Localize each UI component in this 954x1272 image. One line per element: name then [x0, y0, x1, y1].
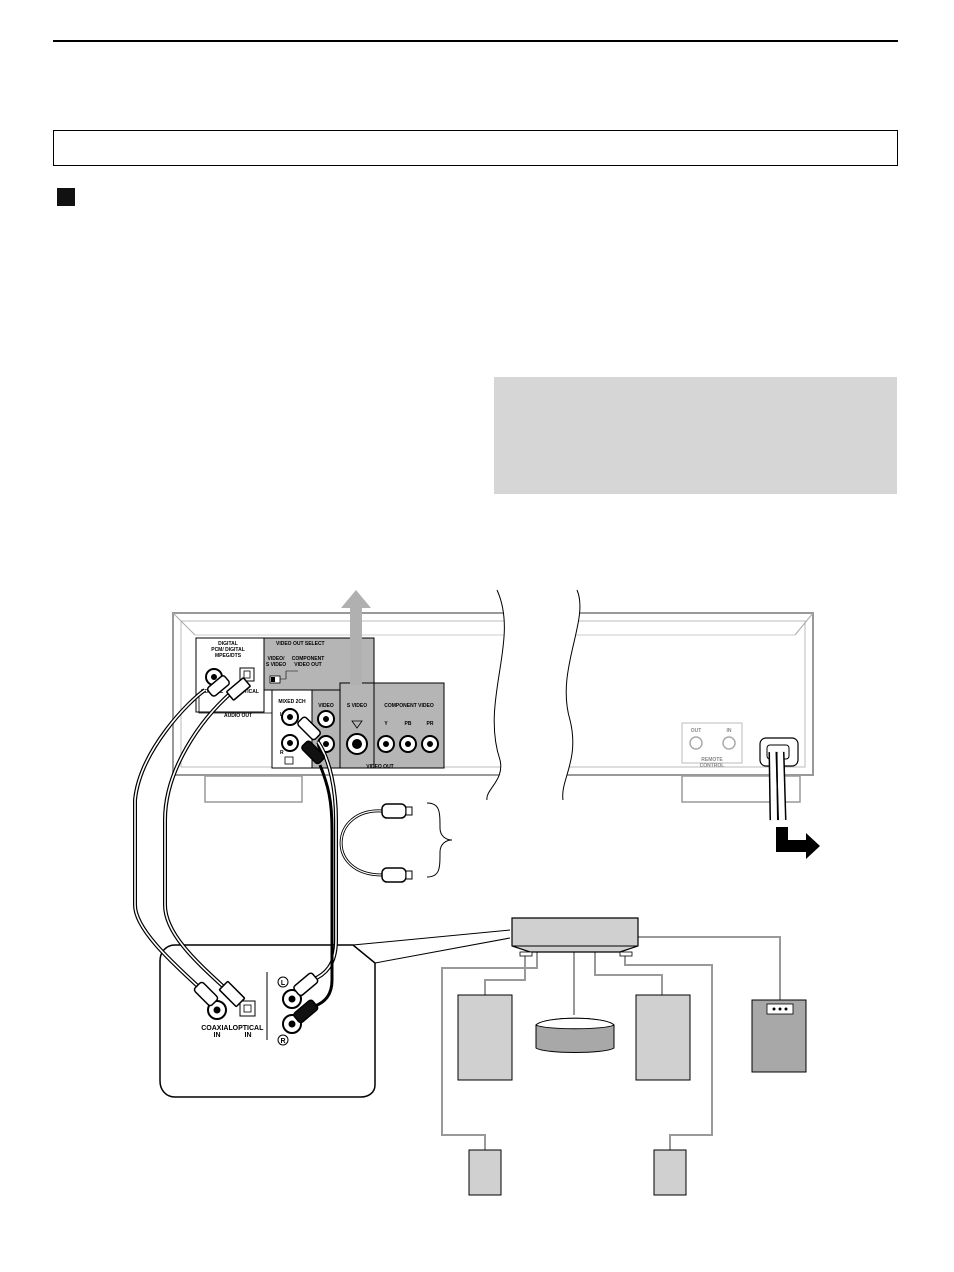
power-cord [768, 751, 820, 859]
inset-optical-in-2: IN [245, 1032, 252, 1039]
inset-l-mark: L [281, 980, 286, 987]
component-y-label: Y [384, 721, 388, 727]
front-left-speaker [457, 994, 513, 1081]
to-ac-outlet-arrow [776, 827, 820, 859]
video-label: VIDEO [318, 703, 334, 709]
component-pr-label: PR [427, 721, 434, 727]
av-amplifier [511, 917, 639, 953]
component-out-label-1: COMPONENT [292, 656, 325, 662]
front-right-speaker [635, 994, 691, 1081]
optical-label: OPTICAL [237, 689, 259, 695]
surround-right-speaker [653, 1149, 687, 1196]
top-rule [53, 40, 898, 42]
callout-line-bottom [374, 937, 511, 964]
video-svideo-label-1: VIDEO/ [268, 656, 286, 662]
remote-control-label-2: CONTROL [700, 763, 725, 769]
component-pb-label: PB [405, 721, 412, 727]
audio-cable-illustration [339, 802, 453, 883]
s-video-label: S VIDEO [347, 703, 367, 709]
video-out-label: VIDEO OUT [366, 764, 394, 770]
rear-r-mark: R [280, 750, 284, 756]
section-marker [57, 188, 75, 206]
remote-control-label-1: REMOTE [701, 757, 723, 763]
amplifier-input-inset: COAXIAL IN OPTICAL IN L R [159, 944, 376, 1098]
inset-coaxial-in-2: IN [214, 1032, 221, 1039]
component-out-label-2: VIDEO OUT [294, 662, 322, 668]
speaker-system [441, 917, 807, 1196]
video-out-select-label: VIDEO OUT SELECT [276, 641, 325, 647]
component-video-label: COMPONENT VIDEO [384, 703, 434, 709]
mixed-2ch-label: MIXED 2CH [278, 699, 306, 705]
callout-line-top [352, 929, 511, 946]
inset-optical-in-1: OPTICAL [233, 1025, 264, 1032]
note-box [494, 377, 897, 494]
remote-in-label: IN [727, 728, 732, 734]
remote-out-label: OUT [691, 728, 702, 734]
digital-label-1: DIGITAL [218, 641, 238, 647]
audio-out-label: AUDIO OUT [224, 713, 252, 719]
title-box [53, 130, 898, 166]
inset-r-mark: R [280, 1038, 285, 1045]
player-rear-panel: DIGITAL PCM/ DIGITAL MPEG/DTS COAXIAL OP… [172, 589, 814, 803]
digital-label-3: MPEG/DTS [215, 653, 242, 659]
surround-left-speaker [468, 1149, 502, 1196]
connection-cables [133, 675, 338, 1024]
up-arrow-to-tv [341, 590, 371, 685]
digital-label-2: PCM/ DIGITAL [211, 647, 245, 653]
video-svideo-label-2: S VIDEO [266, 662, 286, 668]
inset-coaxial-in-1: COAXIAL [201, 1025, 233, 1032]
